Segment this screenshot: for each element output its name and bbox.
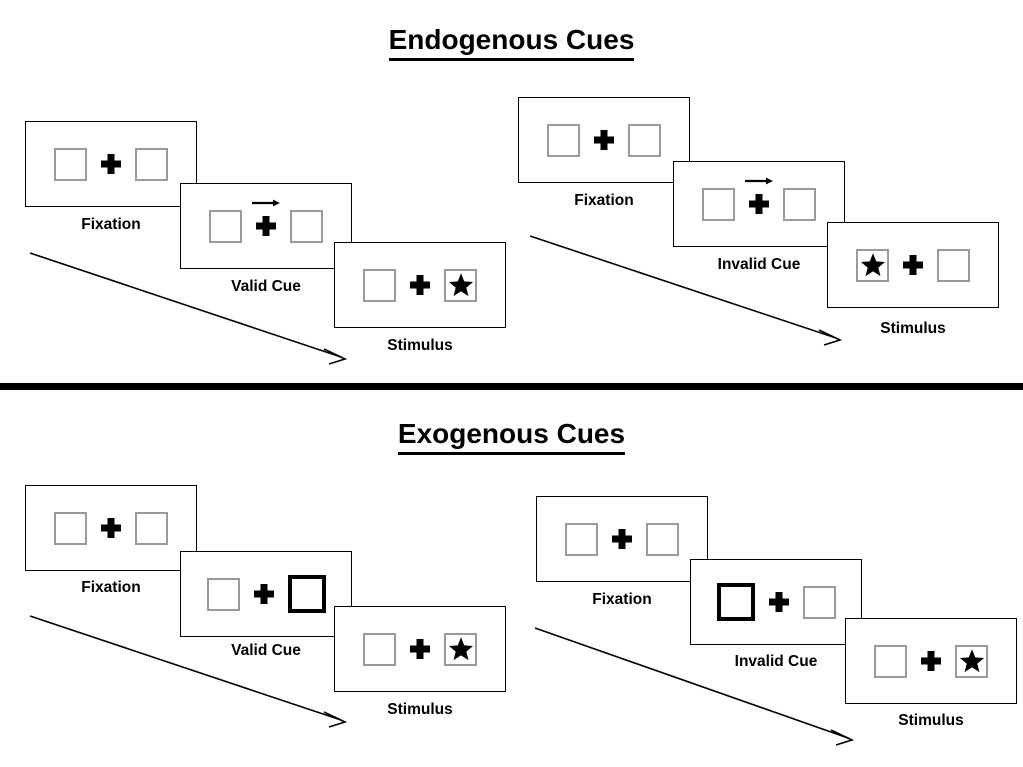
fixation-cross-icon — [769, 592, 789, 612]
caption-exogenous-valid-fixation: Fixation — [81, 579, 141, 596]
stimulus-box-left — [54, 147, 87, 181]
caption-endogenous-valid-cue: Valid Cue — [231, 278, 301, 295]
stimulus-box-left — [547, 123, 580, 157]
panel-exogenous-invalid-fixation — [536, 496, 708, 582]
panel-inner — [691, 560, 861, 644]
fixation-cross-icon — [256, 216, 276, 236]
panel-inner — [181, 552, 351, 636]
panel-inner — [181, 184, 351, 268]
stimulus-box-right-target — [444, 268, 477, 302]
fixation-cross-icon — [612, 529, 632, 549]
fixation-cross-icon — [101, 518, 121, 538]
section-title-exogenous: Exogenous Cues — [0, 418, 1023, 455]
fixation-cross-icon — [101, 154, 121, 174]
panel-inner — [828, 223, 998, 307]
stimulus-box-left — [702, 187, 735, 221]
stimulus-box-right-target — [444, 632, 477, 666]
caption-endogenous-valid-stimulus: Stimulus — [387, 337, 453, 354]
stimulus-box-right — [135, 511, 168, 545]
panel-exogenous-invalid-stimulus — [845, 618, 1017, 704]
stimulus-box-right — [937, 248, 970, 282]
panel-exogenous-invalid-cue — [690, 559, 862, 645]
central-arrow-cue — [252, 199, 280, 236]
panel-inner — [335, 243, 505, 327]
peripheral-cue-box-right — [287, 575, 326, 613]
panel-endogenous-invalid-fixation — [518, 97, 690, 183]
stimulus-box-right — [135, 147, 168, 181]
panel-exogenous-valid-cue — [180, 551, 352, 637]
stimulus-box-left-target — [856, 248, 889, 282]
section-title-exogenous-text: Exogenous Cues — [397, 418, 626, 455]
caption-endogenous-invalid-fixation: Fixation — [574, 192, 634, 209]
right-arrow-cue-icon — [745, 177, 773, 185]
stimulus-box-right — [628, 123, 661, 157]
panel-endogenous-valid-stimulus — [334, 242, 506, 328]
star-icon — [959, 648, 985, 674]
caption-exogenous-invalid-fixation: Fixation — [592, 591, 652, 608]
stimulus-box-right — [646, 522, 679, 556]
stimulus-box-left — [209, 209, 242, 243]
peripheral-cue-box-left — [716, 583, 755, 621]
caption-exogenous-invalid-cue: Invalid Cue — [734, 653, 818, 670]
fixation-cross-icon — [254, 584, 274, 604]
panel-endogenous-invalid-stimulus — [827, 222, 999, 308]
stimulus-box-left — [363, 268, 396, 302]
panel-exogenous-valid-fixation — [25, 485, 197, 571]
stimulus-box-right-target — [955, 644, 988, 678]
panel-endogenous-invalid-cue — [673, 161, 845, 247]
caption-exogenous-valid-stimulus: Stimulus — [387, 701, 453, 718]
panel-inner — [335, 607, 505, 691]
star-icon — [448, 636, 474, 662]
star-icon — [860, 252, 886, 278]
section-divider — [0, 383, 1023, 390]
star-icon — [448, 272, 474, 298]
panel-endogenous-valid-cue — [180, 183, 352, 269]
panel-endogenous-valid-fixation — [25, 121, 197, 207]
stimulus-box-right — [290, 209, 323, 243]
caption-endogenous-invalid-stimulus: Stimulus — [880, 320, 946, 337]
caption-exogenous-valid-cue: Valid Cue — [231, 642, 301, 659]
fixation-cross-icon — [749, 194, 769, 214]
stimulus-box-left — [874, 644, 907, 678]
panel-inner — [26, 486, 196, 570]
central-arrow-cue — [745, 177, 773, 214]
section-title-endogenous: Endogenous Cues — [0, 24, 1023, 61]
fixation-cross-icon — [410, 639, 430, 659]
fixation-cross-icon — [594, 130, 614, 150]
stimulus-box-right — [802, 585, 836, 619]
caption-endogenous-valid-fixation: Fixation — [81, 216, 141, 233]
panel-inner — [26, 122, 196, 206]
right-arrow-cue-icon — [252, 199, 280, 207]
panel-inner — [537, 497, 707, 581]
panel-exogenous-valid-stimulus — [334, 606, 506, 692]
fixation-cross-icon — [903, 255, 923, 275]
stimulus-box-left — [54, 511, 87, 545]
stimulus-box-left — [206, 577, 240, 611]
panel-inner — [846, 619, 1016, 703]
panel-inner — [519, 98, 689, 182]
panel-inner — [674, 162, 844, 246]
stimulus-box-left — [363, 632, 396, 666]
fixation-cross-icon — [410, 275, 430, 295]
caption-exogenous-invalid-stimulus: Stimulus — [898, 712, 964, 729]
caption-endogenous-invalid-cue: Invalid Cue — [717, 256, 801, 273]
stimulus-box-left — [565, 522, 598, 556]
fixation-cross-icon — [921, 651, 941, 671]
section-title-endogenous-text: Endogenous Cues — [388, 24, 635, 61]
stimulus-box-right — [783, 187, 816, 221]
